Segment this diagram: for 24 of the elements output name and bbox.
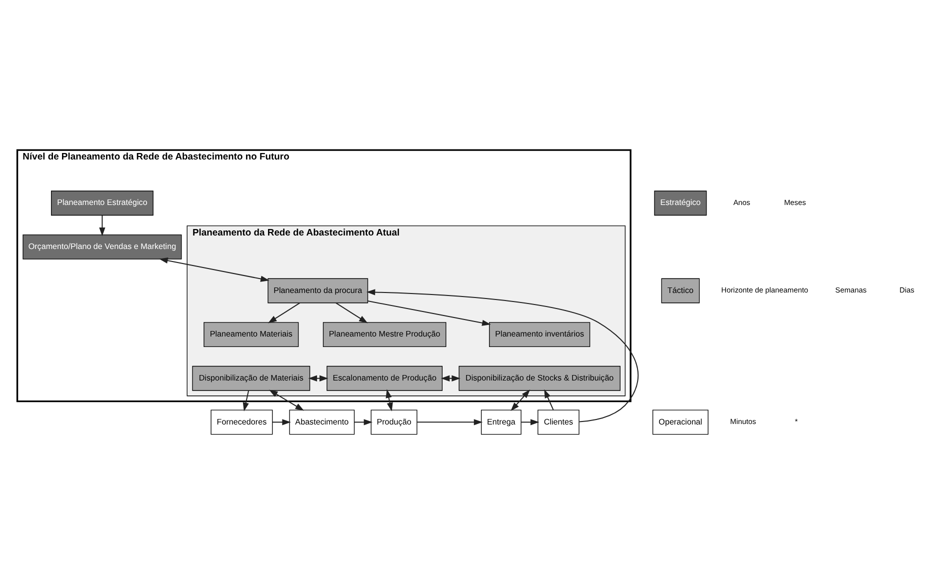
arrow [308, 374, 328, 381]
arrow [268, 302, 300, 323]
arrow [544, 388, 554, 410]
arrow [242, 390, 250, 411]
label: Semanas [835, 285, 867, 294]
arrow [272, 418, 291, 425]
arrow [510, 389, 530, 411]
label: Minutos [730, 416, 756, 426]
arrow [99, 214, 106, 236]
label: Dias [899, 285, 914, 294]
arrow [336, 302, 368, 323]
label: Meses [784, 198, 806, 207]
arrow [521, 418, 540, 425]
arrow [386, 388, 393, 411]
arrow [440, 374, 460, 381]
arrow [268, 389, 304, 410]
arrow [417, 418, 483, 425]
label: * [794, 416, 798, 426]
arrow [368, 300, 491, 326]
label: Horizonte de planeamento [721, 285, 808, 294]
arrow [366, 288, 638, 422]
arrow [159, 257, 270, 282]
arrow [354, 418, 373, 425]
label: Anos [733, 198, 750, 207]
